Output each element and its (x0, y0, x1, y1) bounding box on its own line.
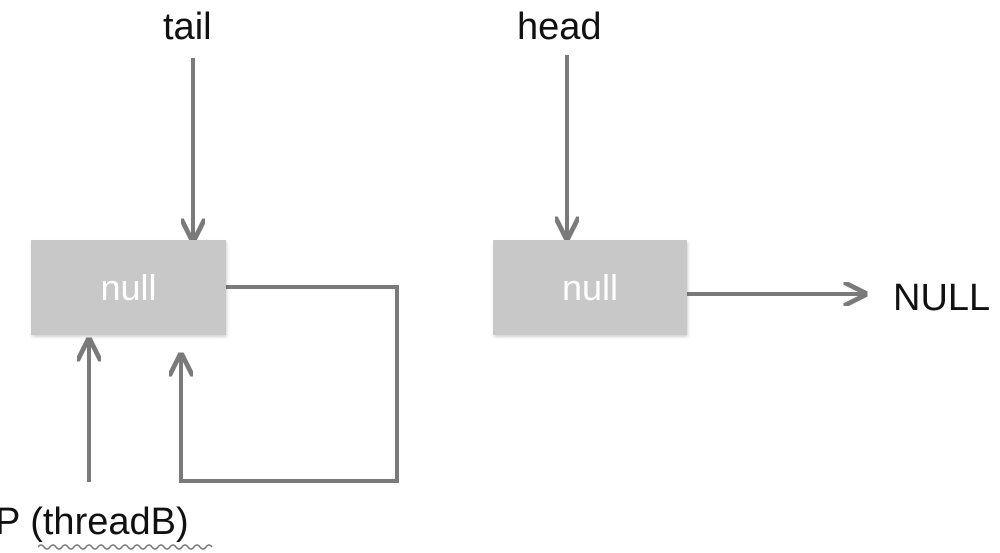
right-node: null (493, 240, 687, 335)
left-node-value: null (100, 266, 157, 308)
tail-label: tail (163, 6, 212, 48)
right-node-value: null (561, 266, 619, 308)
self-loop-arrow (181, 285, 399, 483)
null-end-label: NULL (893, 277, 991, 319)
p-thread-label: P (threadB) (0, 501, 189, 543)
head-label: head (517, 6, 602, 48)
left-node: null (31, 240, 226, 335)
